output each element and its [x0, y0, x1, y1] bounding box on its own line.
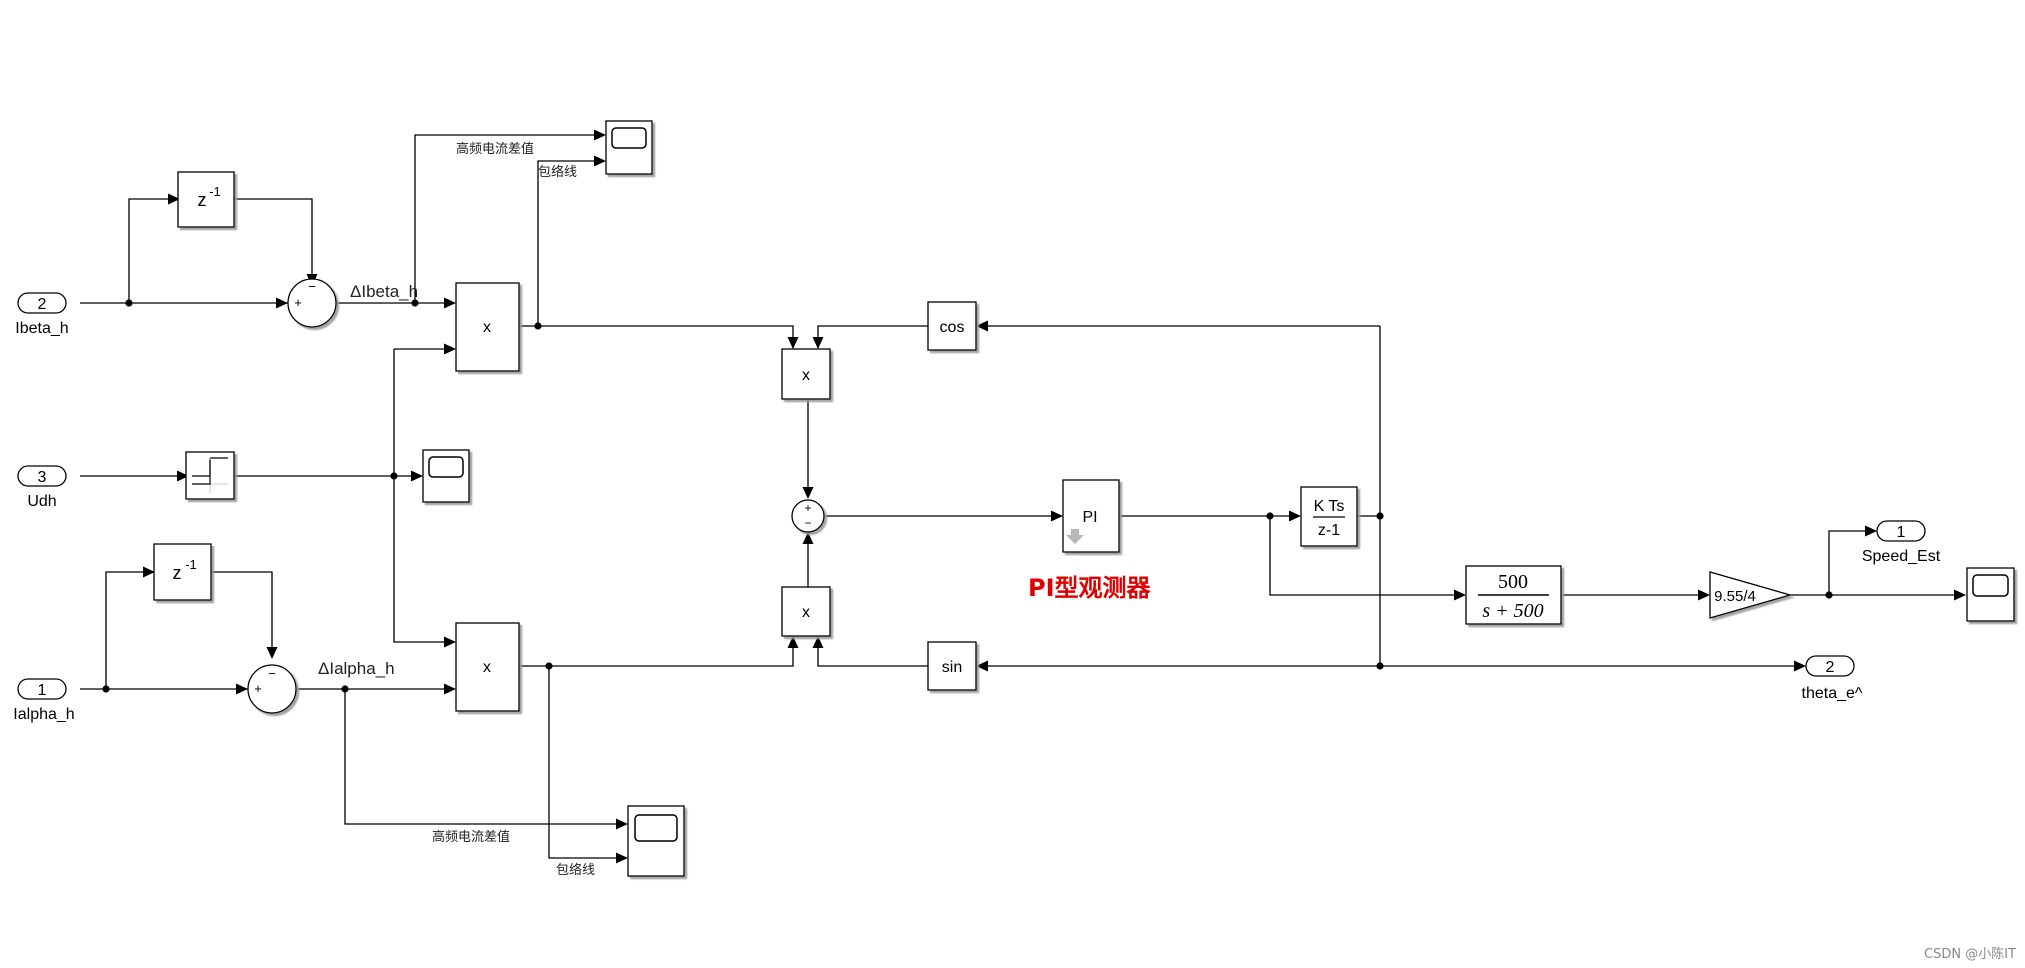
- lowpass-filter[interactable]: 500 s + 500: [1465, 565, 1562, 625]
- integrator-numerator: K Ts: [1314, 498, 1345, 515]
- scope-bottom[interactable]: [627, 805, 685, 877]
- watermark: CSDN @小陈IT: [1924, 946, 2016, 962]
- sum-center-minus: −: [804, 516, 811, 530]
- down-arrow-icon: [1066, 529, 1084, 544]
- step-block[interactable]: [185, 451, 235, 500]
- inport-udh[interactable]: 3 Udh: [17, 465, 67, 510]
- inport-ialpha[interactable]: 1 Ialpha_h: [13, 678, 75, 723]
- product-alpha[interactable]: x: [455, 622, 520, 712]
- product-beta-label: x: [483, 319, 491, 336]
- outport-theta-name: theta_e^: [1802, 685, 1863, 702]
- unit-delay-alpha-exp: -1: [185, 557, 197, 572]
- cos-block-label: cos: [940, 319, 965, 336]
- wires: [80, 134, 1961, 859]
- filter-denominator: s + 500: [1482, 600, 1543, 622]
- scope-speed[interactable]: [1966, 567, 2015, 622]
- signal-label-hf-diff-bottom: 高频电流差值: [432, 829, 510, 845]
- sum-beta-minus: −: [308, 279, 316, 294]
- scope-bottom-screen-icon: [634, 814, 678, 842]
- gain-block[interactable]: 9.55/4: [1709, 571, 1793, 619]
- outport-theta[interactable]: 2 theta_e^: [1802, 655, 1863, 702]
- product-sin[interactable]: x: [781, 586, 831, 637]
- outport-speed-number: 1: [1897, 524, 1906, 541]
- gain-block-label: 9.55/4: [1714, 588, 1756, 605]
- signal-label-envelope-top: 包络线: [538, 164, 577, 180]
- sin-block-label: sin: [942, 659, 962, 676]
- filter-numerator: 500: [1498, 571, 1528, 593]
- pi-controller[interactable]: PI: [1062, 479, 1120, 553]
- product-cos-label: x: [802, 367, 810, 384]
- signal-label-hf-diff-top: 高频电流差值: [456, 141, 534, 157]
- unit-delay-alpha-label: z: [173, 563, 182, 583]
- product-sin-label: x: [802, 604, 810, 621]
- scope-speed-screen-icon: [1972, 574, 2009, 597]
- signal-label-delta-ialpha: ΔIalpha_h: [318, 659, 395, 678]
- outport-speed[interactable]: 1 Speed_Est: [1862, 520, 1941, 565]
- junctions: [102, 299, 1833, 693]
- sum-beta-plus: +: [294, 295, 302, 310]
- inport-ialpha-name: Ialpha_h: [13, 706, 74, 723]
- integrator-denominator: z-1: [1318, 522, 1340, 539]
- unit-delay-alpha[interactable]: z -1: [153, 543, 212, 601]
- scope-top[interactable]: [605, 120, 653, 175]
- sum-beta[interactable]: + −: [287, 278, 337, 328]
- scope-udh[interactable]: [422, 449, 470, 503]
- sum-center[interactable]: + −: [791, 499, 825, 533]
- cos-block[interactable]: cos: [927, 301, 977, 351]
- product-cos[interactable]: x: [781, 348, 831, 400]
- sum-center-plus: +: [804, 501, 811, 515]
- inport-udh-name: Udh: [27, 493, 56, 510]
- inport-udh-number: 3: [38, 469, 47, 486]
- sum-alpha-plus: +: [254, 681, 262, 696]
- sum-alpha[interactable]: + −: [247, 664, 297, 714]
- sum-alpha-minus: −: [268, 666, 276, 681]
- outport-speed-name: Speed_Est: [1862, 548, 1941, 565]
- outport-theta-number: 2: [1826, 659, 1835, 676]
- signal-label-envelope-bottom: 包络线: [556, 862, 595, 878]
- inport-ibeta-name: Ibeta_h: [15, 320, 68, 337]
- scope-top-screen-icon: [611, 127, 647, 149]
- inport-ialpha-number: 1: [38, 682, 47, 699]
- product-beta[interactable]: x: [455, 282, 520, 372]
- pi-observer-annotation: PI型观测器: [1028, 574, 1152, 602]
- sin-block[interactable]: sin: [927, 641, 977, 691]
- discrete-integrator[interactable]: K Ts z-1: [1300, 486, 1358, 547]
- unit-delay-beta-exp: -1: [209, 184, 221, 199]
- product-alpha-label: x: [483, 659, 491, 676]
- inport-ibeta-number: 2: [38, 296, 47, 313]
- scope-udh-screen-icon: [428, 456, 464, 478]
- signal-label-delta-ibeta: ΔIbeta_h: [350, 282, 418, 301]
- pi-controller-label: PI: [1082, 509, 1097, 526]
- inport-ibeta[interactable]: 2 Ibeta_h: [15, 292, 69, 337]
- unit-delay-beta[interactable]: z -1: [177, 171, 235, 228]
- unit-delay-beta-label: z: [198, 190, 207, 210]
- arrowheads: [143, 129, 1966, 864]
